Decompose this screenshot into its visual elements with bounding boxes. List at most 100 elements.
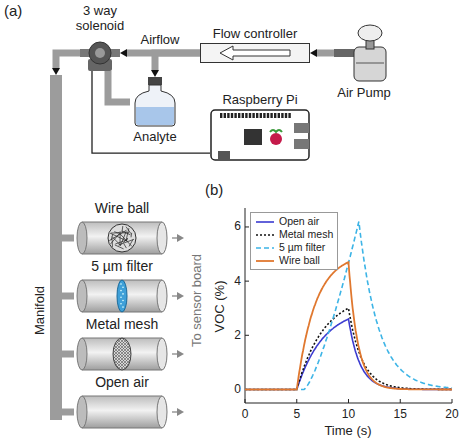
legend-line (256, 260, 274, 262)
cylinder-edge (82, 428, 162, 429)
node-label: Raspberry Pi (210, 92, 310, 107)
header-pin (242, 113, 244, 118)
wire-ball (108, 224, 136, 252)
filter-pore (120, 296, 122, 298)
pipe-line (62, 351, 74, 358)
header-pin (252, 113, 254, 118)
y-tick (245, 226, 249, 227)
pipe-line (317, 50, 334, 57)
cylinder-end (77, 222, 87, 254)
x-tick (296, 399, 297, 403)
data-curve (245, 308, 452, 389)
header-pin (274, 113, 276, 118)
raspberry-logo (270, 133, 282, 145)
pipe-line (62, 235, 74, 242)
outlet-arrow (172, 350, 184, 358)
sample-chamber: Open air (72, 374, 172, 433)
tick-label: 15 (394, 407, 407, 422)
analyte-bottle: Analyte (125, 75, 185, 144)
sample-chamber: Wire ball (72, 200, 172, 259)
filter-pore (122, 306, 124, 308)
tick-label: 0 (242, 407, 249, 422)
legend-line (256, 247, 274, 249)
header-pin (245, 113, 247, 118)
x-tick (245, 399, 246, 403)
arrow-head (177, 408, 184, 416)
cylinder-end (77, 280, 87, 312)
bottle-cap (148, 77, 162, 85)
cylinder-edge (82, 396, 162, 397)
header-pin (260, 113, 262, 118)
pipe-line (62, 293, 74, 300)
axis-title: To sensor board (189, 253, 204, 346)
legend-row: Wire ball (255, 254, 333, 267)
tick-label: 0 (234, 382, 241, 397)
cylinder-body (82, 222, 162, 254)
pipe-line (108, 71, 130, 102)
legend-swatch (255, 218, 275, 226)
analyte-bottle-icon (130, 77, 180, 127)
arrow-head (52, 68, 60, 75)
y-axis (245, 208, 246, 403)
legend-text: Open air (279, 215, 319, 228)
cylinder-end (157, 396, 167, 428)
pipe-line (56, 53, 80, 68)
pump-seam (356, 63, 384, 64)
header-pin (231, 113, 233, 118)
arrow-head (177, 350, 184, 358)
power-port (218, 151, 230, 160)
control-wire (92, 71, 210, 153)
air-pipe (62, 296, 74, 297)
wire-strands (109, 226, 134, 249)
header-pin (263, 113, 265, 118)
header-pin (288, 113, 290, 118)
cylinder-edge (82, 222, 162, 223)
arrow-head (177, 234, 184, 242)
raspberry-pi-board: Raspberry Pi (210, 92, 310, 163)
filter-pore (122, 293, 124, 295)
node-label: 3 way solenoid (64, 3, 136, 33)
air-pipe (151, 53, 200, 77)
cylinder-end (157, 222, 167, 254)
header-pin (267, 113, 269, 118)
y-tick (245, 335, 249, 336)
sample-chamber-icon (74, 335, 170, 373)
cylinder-end (77, 396, 87, 428)
bottle-glass (135, 85, 175, 126)
data-curve (245, 319, 452, 390)
tick-label: 5 (293, 407, 300, 422)
raspberry-leaf (270, 130, 282, 132)
flow-controller-icon (200, 43, 310, 63)
outlet-arrow (172, 408, 184, 416)
x-tick (400, 399, 401, 403)
valve-body (89, 42, 111, 64)
header-pin (278, 113, 280, 118)
sample-chamber: Metal mesh (72, 316, 172, 375)
cylinder-body (82, 396, 162, 428)
air-pipe (62, 412, 74, 413)
manifold-bar (50, 75, 62, 420)
header-pin (234, 113, 236, 118)
valve-core (95, 48, 105, 58)
cylinder-body (82, 338, 162, 370)
filter-pore (120, 283, 122, 285)
air-pipe (310, 49, 334, 57)
header-pin (249, 113, 251, 118)
filter-pore (122, 287, 124, 289)
filter-pore (122, 300, 124, 302)
air-pump-icon (334, 23, 394, 83)
header-pin (224, 113, 226, 118)
sample-chamber-icon (74, 393, 170, 431)
pump-nozzle (334, 49, 356, 57)
node-label: Flow controller (200, 26, 310, 41)
legend-line (256, 221, 274, 223)
header-pin (256, 113, 258, 118)
analyte-liquid (136, 107, 174, 125)
y-tick (245, 281, 249, 282)
tick-label: 10 (342, 407, 355, 422)
flow-arrow (220, 46, 290, 60)
node-label: Metal mesh (72, 316, 172, 333)
cylinder-end (157, 280, 167, 312)
air-pipe (52, 53, 80, 75)
legend-swatch (255, 244, 275, 252)
